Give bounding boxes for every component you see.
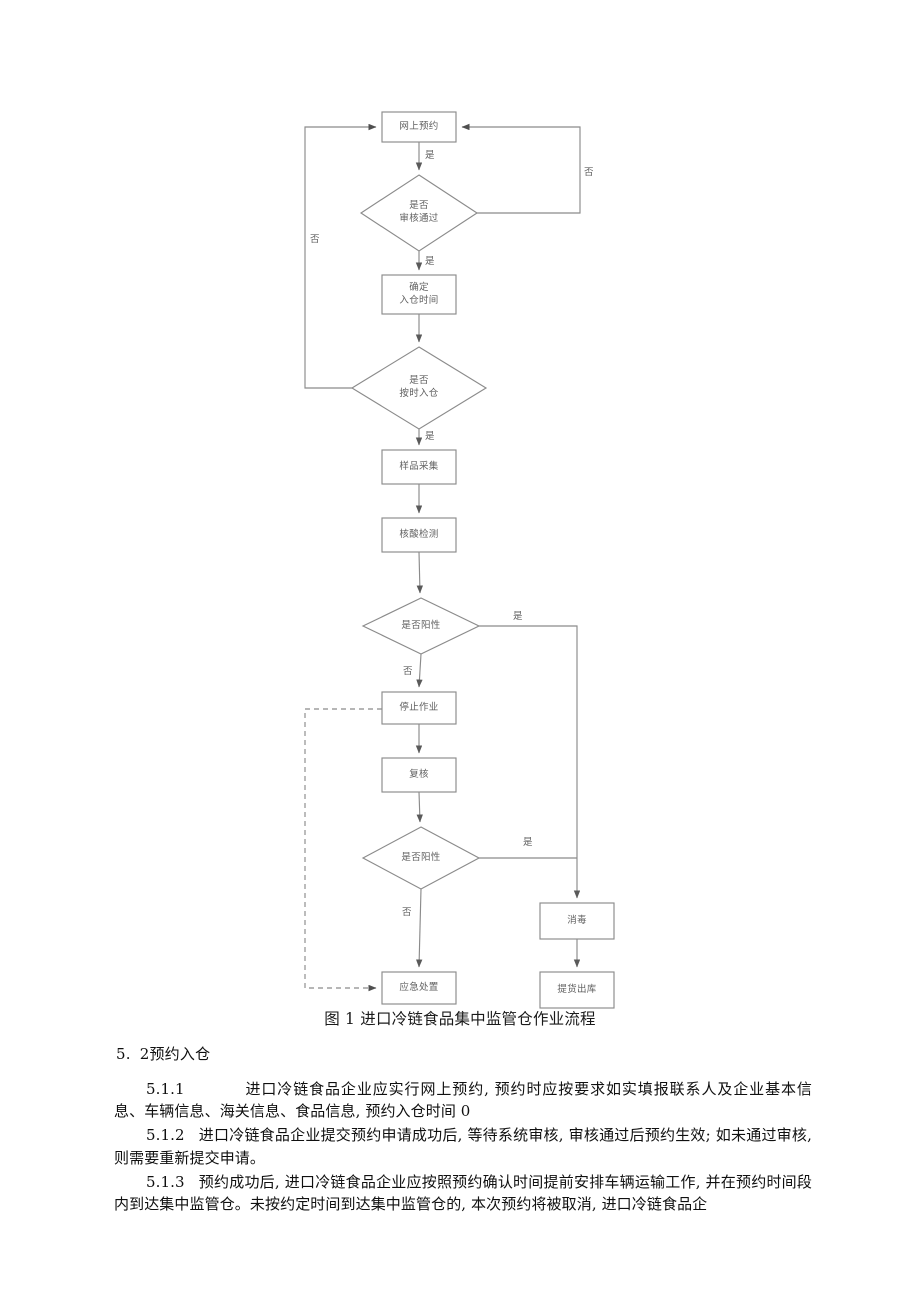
paragraph-5-1-3-number: 5.1.3 (146, 1172, 185, 1191)
figure-caption: 图 1 进口冷链食品集中监管仓作业流程 (324, 1010, 596, 1028)
node-positive-2-shape (361, 826, 481, 890)
node-confirm-time-shape (381, 274, 457, 315)
node-review-passed-shape (359, 174, 479, 252)
edge-label-yes-sample: 是 (425, 431, 435, 442)
paragraph-5-1-3-text: 预约成功后, 进口冷链食品企业应按照预约确认时间提前安排车辆运输工作, 并在预约… (114, 1172, 812, 1213)
edge-label-no-ontime-left: 否 (310, 234, 320, 245)
node-nucleic-test-shape (381, 517, 457, 553)
node-emergency-shape (381, 971, 457, 1005)
paragraph-5-1-1-text: 进口冷链食品企业应实行网上预约, 预约时应按要求如实填报联系人及企业基本信息、车… (114, 1080, 812, 1121)
edge-label-no-positive-1: 否 (403, 666, 413, 677)
edge-label-yes-positive-2: 是 (523, 837, 533, 848)
edge-test-to-positive1 (416, 551, 424, 594)
node-stop-work-shape (381, 691, 457, 725)
edge-label-yes-confirm: 是 (425, 256, 435, 267)
node-disinfect-shape (539, 902, 615, 940)
edge-label-yes-to-review: 是 (425, 150, 435, 161)
node-online-booking-shape (381, 111, 457, 143)
paragraph-5-1-1-number: 5.1.1 (146, 1080, 185, 1098)
edge-label-yes-positive-1: 是 (513, 611, 523, 622)
node-on-time-shape (350, 346, 488, 430)
flowchart-figure: 网上预约 是否 审核通过 确定 入仓时间 是否 按时入仓 样品采集 核酸检测 是… (304, 111, 615, 1009)
paragraph-5-1-2-number: 5.1.2 (146, 1126, 185, 1145)
node-outbound-shape (539, 971, 615, 1009)
section-heading: 5. 2预约入仓 (116, 1043, 920, 1064)
section-heading-number: 5. (116, 1045, 131, 1063)
node-sample-collection-shape (381, 449, 457, 485)
edge-positive2-no-to-emergency (415, 888, 423, 968)
paragraph-5-1-2-text: 进口冷链食品企业提交预约申请成功后, 等待系统审核, 审核通过后预约生效; 如未… (114, 1126, 812, 1167)
edge-dashed-stop-work-branch (304, 708, 382, 992)
edge-label-no-review-right: 否 (584, 167, 594, 178)
edge-review-no-loop (461, 123, 581, 214)
section-heading-title: 2预约入仓 (139, 1045, 211, 1063)
node-recheck-shape (381, 757, 457, 793)
node-positive-1-shape (361, 597, 481, 655)
edge-label-no-positive-2: 否 (402, 907, 412, 918)
edge-ontime-no-loop (304, 123, 377, 389)
edge-positive1-yes-to-disinfect (479, 625, 581, 899)
edge-recheck-to-positive2 (416, 791, 423, 823)
flowchart-svg (304, 111, 615, 1009)
edge-positive1-no-to-stop (416, 653, 423, 688)
